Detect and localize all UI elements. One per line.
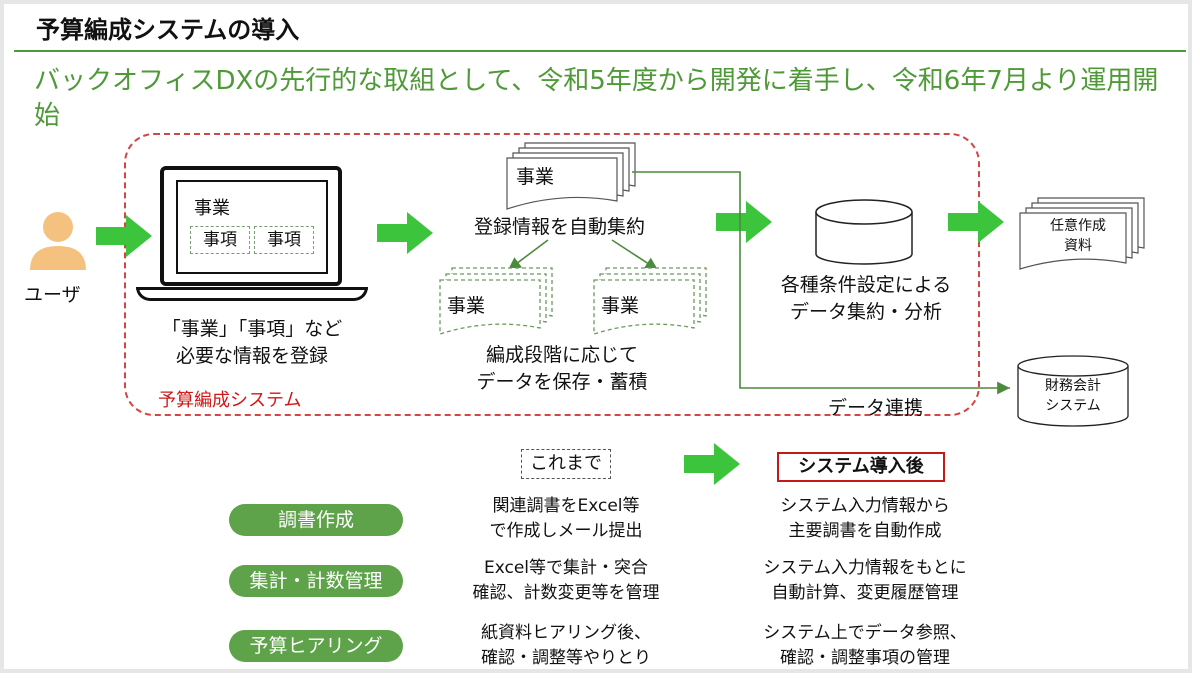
data-link-label: データ連携 [828, 397, 924, 419]
custom-doc-label: 任意作成 資料 [1050, 218, 1106, 254]
laptop-base [136, 287, 368, 301]
slide-title: 予算編成システムの導入 [36, 16, 300, 44]
arrow-before-to-after [684, 443, 740, 485]
screen-jigyo-label: 事業 [194, 198, 230, 219]
arrow-user-to-laptop [96, 215, 152, 257]
stage-doc-stack-right [593, 267, 707, 335]
arrow-laptop-to-aggregate [377, 212, 433, 254]
title-divider [14, 50, 1186, 52]
before-header: これまで [521, 449, 611, 479]
category-pill-hearing: 予算ヒアリング [229, 630, 403, 662]
system-boundary [124, 133, 980, 416]
top-document-label: 事業 [516, 166, 555, 188]
aggregate-caption: 登録情報を自動集約 [474, 216, 646, 238]
finance-system-icon [1017, 355, 1129, 427]
category-pill-chousho: 調書作成 [229, 504, 403, 536]
screen-koumoku-field-1: 事項 [190, 226, 250, 254]
before-text-row-1: 関連調書をExcel等 で作成しメール提出 [489, 496, 643, 541]
stage-caption: 編成段階に応じて データを保存・蓄積 [476, 344, 648, 393]
user-label: ユーザ [24, 284, 81, 306]
stage-doc-label-left: 事業 [447, 295, 486, 317]
arrow-db-to-docs [948, 201, 1004, 243]
data-link-line [632, 171, 1010, 395]
after-text-row-3: システム上でデータ参照、 確認・調整事項の管理 [763, 623, 967, 668]
branch-arrow-right [611, 239, 659, 271]
custom-document-stack [1019, 197, 1145, 270]
branch-arrow-left [507, 239, 549, 271]
system-label: 予算編成システム [158, 390, 302, 411]
finance-system-label: 財務会計 システム [1045, 378, 1101, 414]
laptop-display [176, 180, 328, 274]
arrow-aggregate-to-db [716, 201, 772, 243]
database-icon [815, 199, 913, 265]
headline: バックオフィスDXの先行的な取組として、令和5年度から開発に着手し、令和6年7月… [34, 66, 1159, 131]
user-icon [30, 212, 86, 270]
before-text-row-2: Excel等で集計・突合 確認、計数変更等を管理 [472, 558, 660, 603]
input-caption: 「事業」「事項」など 必要な情報を登録 [161, 318, 343, 367]
screen-koumoku-field-2: 事項 [254, 226, 314, 254]
after-header: システム導入後 [777, 452, 945, 482]
top-document-stack [506, 142, 636, 210]
after-text-row-1: システム入力情報から 主要調書を自動作成 [780, 496, 950, 541]
analysis-caption: 各種条件設定による データ集約・分析 [780, 274, 952, 323]
stage-doc-stack-left [439, 267, 553, 335]
before-text-row-3: 紙資料ヒアリング後、 確認・調整等やりとり [481, 623, 651, 668]
category-pill-shuukei: 集計・計数管理 [229, 565, 403, 597]
stage-doc-label-right: 事業 [601, 295, 640, 317]
after-text-row-2: システム入力情報をもとに 自動計算、変更履歴管理 [763, 558, 967, 603]
